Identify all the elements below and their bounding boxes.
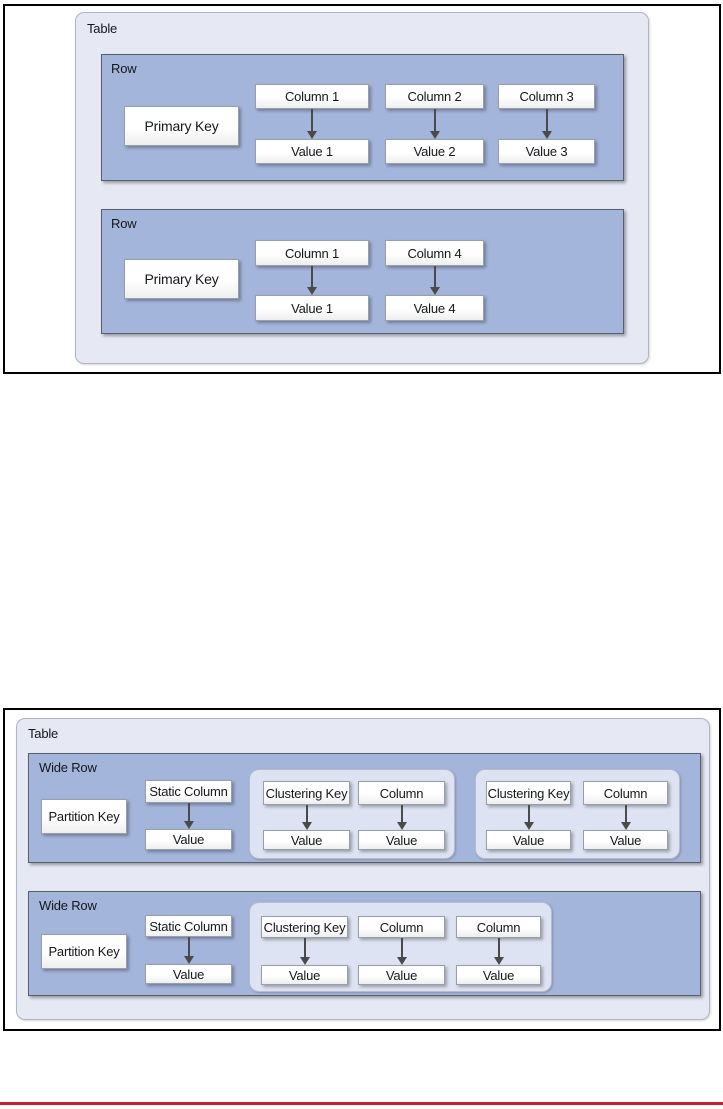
clustering-group: Clustering Key Column Value Value	[249, 769, 455, 859]
table-label: Table	[28, 726, 59, 741]
page-bottom-rule	[0, 1102, 723, 1105]
column-box: Column 3	[498, 84, 595, 109]
arrow-down-icon	[301, 805, 313, 830]
partition-key-box: Partition Key	[41, 799, 127, 834]
value-box: Value 1	[255, 295, 369, 321]
arrow-down-icon	[306, 266, 318, 295]
column-box: Column	[358, 916, 445, 938]
arrow-down-icon	[306, 109, 318, 139]
arrow-down-icon	[396, 938, 408, 965]
column-box: Column	[358, 781, 445, 805]
arrow-down-icon	[493, 938, 505, 965]
primary-key-box: Primary Key	[124, 106, 239, 146]
value-box: Value 1	[255, 139, 369, 164]
arrow-down-icon	[299, 938, 311, 965]
value-box: Value	[358, 965, 445, 985]
figure2-frame: Table Wide Row Partition Key Static Colu…	[3, 708, 721, 1031]
primary-key-box: Primary Key	[124, 259, 239, 299]
value-box: Value 4	[385, 295, 484, 321]
value-box: Value	[358, 830, 445, 850]
clustering-key-box: Clustering Key	[263, 781, 350, 805]
clustering-key-box: Clustering Key	[486, 781, 571, 805]
figure1-table-container: Table Row Primary Key Column 1 Column 2 …	[75, 12, 649, 364]
column-box: Column	[456, 916, 541, 938]
arrow-down-icon	[620, 805, 632, 830]
static-column-box: Static Column	[145, 780, 232, 803]
static-column-box: Static Column	[145, 915, 232, 937]
row-2: Row Primary Key Column 1 Column 4 Value …	[101, 209, 624, 334]
value-box: Value	[486, 830, 571, 850]
value-box: Value	[583, 830, 668, 850]
value-box: Value 2	[385, 139, 484, 164]
arrow-down-icon	[429, 266, 441, 295]
wide-row-label: Wide Row	[39, 898, 97, 913]
arrow-down-icon	[396, 805, 408, 830]
clustering-group: Clustering Key Column Value Value	[475, 769, 680, 859]
row-1: Row Primary Key Column 1 Column 2 Column…	[101, 54, 624, 181]
table-label: Table	[87, 21, 118, 36]
arrow-down-icon	[523, 805, 535, 830]
value-box: Value	[456, 965, 541, 985]
arrow-down-icon	[541, 109, 553, 139]
wide-row-1: Wide Row Partition Key Static Column Val…	[28, 753, 701, 863]
clustering-key-box: Clustering Key	[261, 916, 348, 938]
column-box: Column 4	[385, 240, 484, 266]
row-label: Row	[111, 216, 137, 231]
column-box: Column 1	[255, 240, 369, 266]
figure2-table-container: Table Wide Row Partition Key Static Colu…	[16, 718, 710, 1020]
value-box: Value 3	[498, 139, 595, 164]
column-box: Column	[583, 781, 668, 805]
partition-key-box: Partition Key	[41, 934, 127, 969]
row-label: Row	[111, 61, 137, 76]
wide-row-2: Wide Row Partition Key Static Column Val…	[28, 891, 701, 996]
figure1-frame: Table Row Primary Key Column 1 Column 2 …	[3, 4, 721, 374]
arrow-down-icon	[183, 937, 195, 964]
value-box: Value	[263, 830, 350, 850]
value-box: Value	[261, 965, 348, 985]
value-box: Value	[145, 829, 232, 850]
clustering-group: Clustering Key Column Column Value Value…	[249, 902, 552, 992]
wide-row-label: Wide Row	[39, 760, 97, 775]
value-box: Value	[145, 964, 232, 984]
column-box: Column 1	[255, 84, 369, 109]
arrow-down-icon	[429, 109, 441, 139]
column-box: Column 2	[385, 84, 484, 109]
arrow-down-icon	[183, 803, 195, 829]
